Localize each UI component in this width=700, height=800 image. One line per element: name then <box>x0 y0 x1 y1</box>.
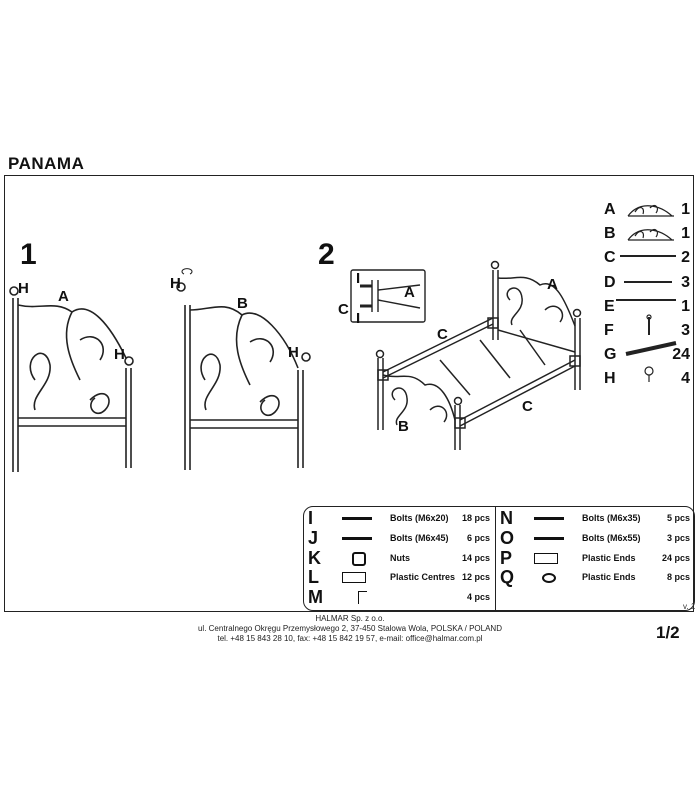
bolt-detail-inset <box>350 269 426 323</box>
part-qty: 4 <box>681 370 690 388</box>
label-a: A <box>58 288 69 305</box>
label-c-bottom: C <box>522 398 533 415</box>
plastic-end-icon <box>534 552 558 564</box>
part-qty: 1 <box>681 201 690 218</box>
hardware-letter: J <box>308 527 319 548</box>
hardware-letter: K <box>308 547 321 568</box>
part-letter: C <box>604 249 616 267</box>
label-b: B <box>237 295 248 312</box>
detail-label-i-top: I <box>356 270 361 287</box>
label-b-assembly: B <box>398 418 409 435</box>
hardware-letter: M <box>308 587 323 608</box>
hardware-qty: 18 pcs <box>461 513 490 523</box>
hardware-name: Plastic Ends <box>582 572 636 583</box>
hardware-row-n: N Bolts (M6x35) 5 pcs <box>498 508 694 529</box>
detail-label-c: C <box>338 301 349 318</box>
part-letter: B <box>604 225 616 243</box>
hardware-name: Nuts <box>390 552 410 563</box>
hardware-row-j: J Bolts (M6x45) 6 pcs <box>306 527 494 549</box>
label-h-right: H <box>114 346 125 363</box>
footer-address: ul. Centralnego Okręgu Przemysłowego 2, … <box>197 624 502 633</box>
detail-label-a: A <box>404 284 415 301</box>
hardware-name: Bolts (M6x20) <box>390 513 449 523</box>
bolt-m6x55-icon <box>534 536 564 548</box>
hardware-qty: 5 pcs <box>666 513 690 523</box>
hardware-qty: 4 pcs <box>466 592 490 603</box>
long-bolt-icon <box>342 536 372 548</box>
hardware-qty: 14 pcs <box>461 552 490 563</box>
label-c-top: C <box>437 326 448 343</box>
assembled-frame-drawing <box>375 260 582 450</box>
parts-list-icons <box>616 204 677 382</box>
bolt-m6x35-icon <box>534 517 564 528</box>
label-h-left: H <box>18 280 29 297</box>
hardware-qty: 8 pcs <box>666 572 690 583</box>
part-letter: E <box>604 297 615 315</box>
hardware-row-p: P Plastic Ends 24 pcs <box>498 547 694 569</box>
hardware-letter: L <box>308 567 319 588</box>
part-letter: A <box>604 201 616 218</box>
label-h-left-b: H <box>170 275 181 292</box>
hardware-qty: 3 pcs <box>666 532 690 543</box>
hardware-row-q: Q Plastic Ends 8 pcs <box>498 567 694 588</box>
part-letter: H <box>604 370 616 388</box>
part-qty: 24 <box>672 346 690 364</box>
part-row-g: G 24 <box>604 346 694 366</box>
part-letter: D <box>604 273 616 291</box>
hardware-table-divider <box>495 507 496 610</box>
page-number: 1/2 <box>656 623 680 642</box>
nut-icon <box>352 551 366 566</box>
hardware-name: Bolts (M6x35) <box>582 513 641 523</box>
plastic-centre-icon <box>342 572 366 584</box>
hardware-qty: 24 pcs <box>661 552 690 563</box>
hardware-letter: P <box>500 547 513 568</box>
hardware-name: Bolts (M6x45) <box>390 532 449 543</box>
hardware-letter: Q <box>500 567 515 588</box>
hardware-row-m: M 4 pcs <box>306 587 494 608</box>
hardware-qty: 6 pcs <box>466 532 490 543</box>
version-label: v. 1 <box>683 602 696 611</box>
headboard-drawing <box>9 286 134 472</box>
document-title: PANAMA <box>8 154 85 173</box>
detail-label-i-bottom: I <box>356 310 361 327</box>
footer-contact: tel. +48 15 843 28 10, fax: +48 15 842 1… <box>217 634 483 643</box>
hardware-letter: N <box>500 508 513 528</box>
part-qty: 1 <box>681 297 690 315</box>
step-number-1: 1 <box>20 238 37 271</box>
label-h-right-b: H <box>288 344 299 361</box>
hardware-table <box>303 506 695 611</box>
part-letter: G <box>604 346 617 364</box>
part-qty: 3 <box>681 273 690 291</box>
footer-company: HALMAR Sp. z o.o. <box>315 614 385 623</box>
part-letter: F <box>604 322 614 339</box>
hardware-row-l: L Plastic Centres 12 pcs <box>306 567 494 588</box>
part-qty: 1 <box>681 225 690 243</box>
hardware-name: Plastic Centres <box>390 572 456 583</box>
hardware-qty: 12 pcs <box>461 572 490 583</box>
round-end-icon <box>542 573 556 584</box>
hardware-row-i: I Bolts (M6x20) 18 pcs <box>306 508 494 529</box>
short-bolt-icon <box>342 517 372 528</box>
footboard-drawing <box>176 268 311 470</box>
hardware-row-o: O Bolts (M6x55) 3 pcs <box>498 527 694 549</box>
hardware-letter: O <box>500 527 515 548</box>
instruction-frame <box>4 175 694 612</box>
label-a-assembly: A <box>547 276 558 293</box>
part-qty: 2 <box>681 249 690 267</box>
hardware-name: Plastic Ends <box>582 552 636 563</box>
hardware-row-k: K Nuts 14 pcs <box>306 547 494 569</box>
hardware-letter: I <box>308 508 314 528</box>
part-qty: 3 <box>681 322 690 339</box>
hardware-name: Bolts (M6x55) <box>582 532 641 543</box>
step-number-2: 2 <box>318 238 335 271</box>
allen-key-icon <box>358 591 367 605</box>
